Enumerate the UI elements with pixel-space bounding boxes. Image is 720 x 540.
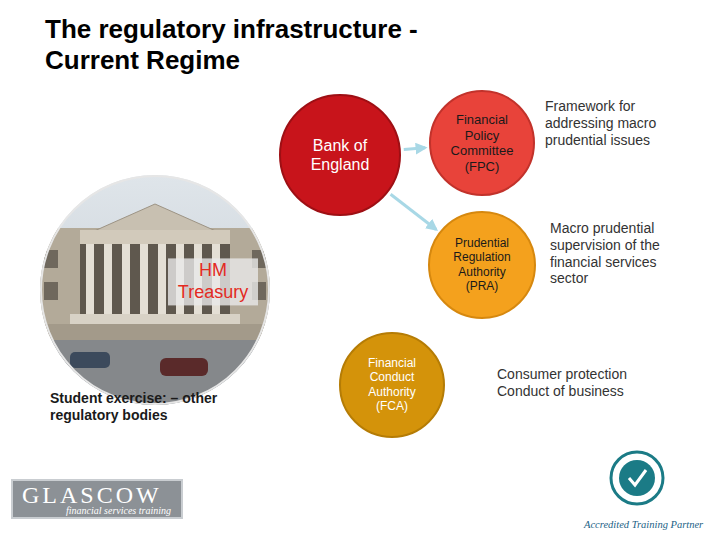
circle-shape (41, 176, 269, 404)
agency-circle: Bank of England (279, 94, 401, 216)
circle-text-block: HM Treasury (168, 258, 258, 305)
agency-name: Financial Conduct Authority (FCA) (366, 356, 419, 414)
sky (40, 175, 270, 405)
arrow-connector (404, 148, 425, 150)
seal-mark (629, 470, 646, 485)
circle-text-block: Financial Conduct Authority (FCA) (366, 356, 419, 414)
agency-circle: Financial Conduct Authority (FCA) (339, 332, 445, 438)
exercise-note: Student exercise: – other regulatory bod… (50, 390, 280, 424)
logo-tagline: financial services training (66, 505, 171, 517)
column (86, 244, 94, 314)
description-note: Consumer protection Conduct of business (497, 366, 657, 400)
agency-name: Prudential Regulation Authority (PRA) (453, 236, 510, 294)
agency-circle: Financial Policy Committee (FPC) (429, 90, 535, 196)
bus (160, 358, 208, 376)
agency-name: Financial Policy Committee (FPC) (451, 112, 514, 174)
accreditation-seal-core (619, 460, 655, 496)
arrow-connector (391, 194, 437, 229)
circle-shape (280, 95, 400, 215)
agency-name: Bank of England (310, 136, 371, 174)
circle-text-block: Financial Policy Committee (FPC) (451, 112, 514, 174)
building-wall (40, 228, 270, 340)
glascow-logo-box (12, 480, 182, 518)
agency-circle: HM Treasury (40, 175, 270, 405)
circle-text-block: Bank of England (310, 136, 371, 174)
entablature (80, 230, 230, 244)
window (44, 282, 58, 300)
circle-text-block: Prudential Regulation Authority (PRA) (453, 236, 510, 294)
circle-outline (279, 94, 401, 216)
pediment (92, 204, 218, 232)
column (122, 244, 130, 314)
circle-shape (340, 333, 444, 437)
description-note: Macro prudential supervision of the fina… (550, 220, 668, 287)
accreditation-seal (611, 452, 663, 504)
agency-name: HM Treasury (168, 258, 258, 305)
description-note: Framework for addressing macro prudentia… (545, 98, 685, 148)
column (104, 244, 112, 314)
steps (70, 314, 240, 324)
bank-photo (40, 175, 270, 405)
column (158, 244, 166, 314)
car (70, 352, 110, 368)
plinth (40, 324, 270, 340)
circle-shape (430, 91, 534, 195)
circle-shape (429, 212, 535, 318)
agency-circle: Prudential Regulation Authority (PRA) (428, 211, 536, 319)
accreditation-text: Accredited Training Partner (584, 519, 703, 532)
slide-title: The regulatory infrastructure - Current … (45, 14, 505, 76)
column (140, 244, 148, 314)
